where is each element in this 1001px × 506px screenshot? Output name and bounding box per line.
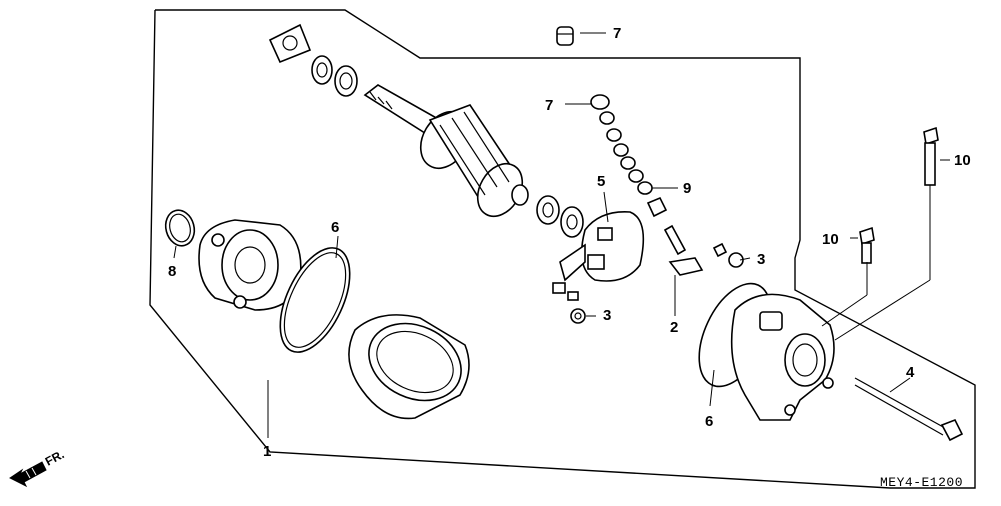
callout-7-mid: 7: [545, 97, 553, 114]
callout-8: 8: [168, 263, 176, 280]
front-direction-arrow-icon: [9, 461, 47, 488]
callout-10-upper: 10: [954, 152, 971, 169]
nut-stack: [590, 94, 668, 218]
callout-1: 1: [263, 443, 271, 460]
callout-9: 9: [683, 180, 691, 197]
front-cover: [198, 219, 302, 311]
callout-5: 5: [597, 173, 605, 190]
mounting-bolt-upper: [923, 126, 939, 186]
cap-nut: [556, 26, 574, 46]
callout-6-right: 6: [705, 413, 713, 430]
thrust-washers: [311, 55, 358, 97]
small-nut-lower: [570, 308, 586, 324]
long-bolt: [854, 377, 964, 442]
callout-7-top: 7: [613, 25, 621, 42]
rear-cover: [698, 282, 835, 421]
callout-4: 4: [906, 364, 915, 381]
diagram-code: MEY4-E1200: [880, 475, 963, 490]
callout-3-right: 3: [757, 251, 765, 268]
o-ring-small: [164, 209, 196, 247]
callout-2: 2: [670, 319, 678, 336]
front-direction-label: FR.: [43, 447, 67, 468]
small-nut-right: [712, 242, 744, 268]
assembly-frame: [149, 9, 976, 489]
brush-holder: [552, 211, 645, 301]
leader-lines: [173, 32, 950, 438]
motor-case: [348, 314, 470, 420]
callout-10-lower: 10: [822, 231, 839, 248]
armature: [363, 84, 529, 218]
terminal: [663, 224, 704, 276]
mounting-bolt-lower: [859, 226, 875, 264]
gasket-plate: [268, 23, 312, 64]
callout-6-left: 6: [331, 219, 339, 236]
commutator-washers: [536, 195, 584, 238]
callout-3-lower: 3: [603, 307, 611, 324]
